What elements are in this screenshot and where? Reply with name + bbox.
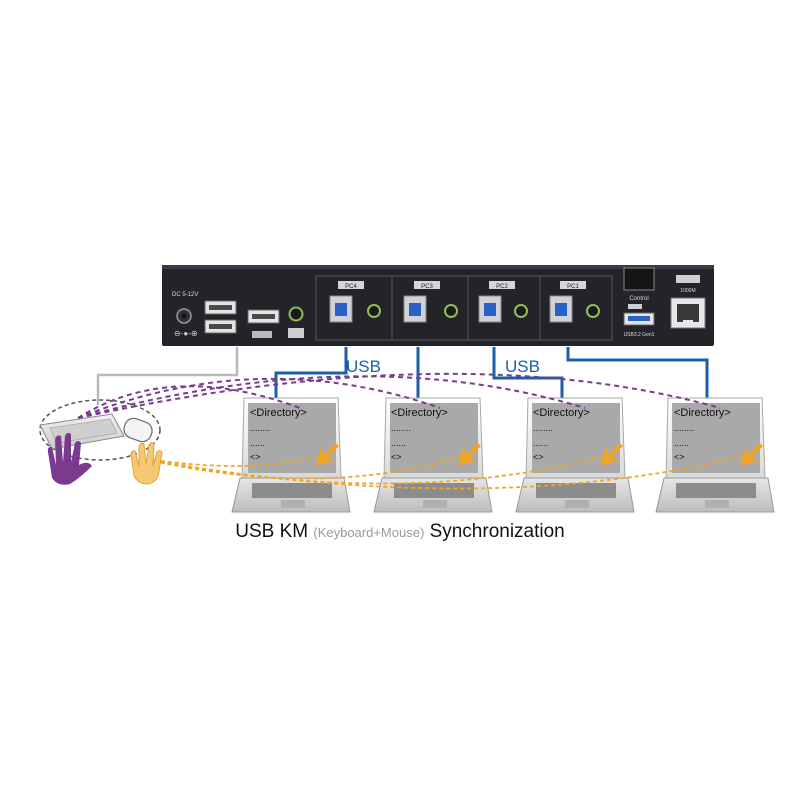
touchpad (281, 500, 305, 508)
audio-jack (586, 304, 600, 318)
touchpad (565, 500, 589, 508)
port-label: PC3 (421, 284, 433, 290)
pc-port-group: PC4 (315, 275, 393, 341)
screen-line: ........ (533, 423, 553, 433)
diagram-caption: USB KM (Keyboard+Mouse) Synchronization (0, 521, 800, 543)
cursor-arrow-icon (316, 443, 339, 466)
polarity-icon: ⊖-●-⊕ (174, 329, 198, 338)
audio-jack (514, 304, 528, 318)
screen-line: <> (391, 452, 402, 462)
lan-label: 1000M (680, 288, 695, 294)
audio-jack (444, 304, 458, 318)
touchpad (705, 500, 729, 508)
lan-badge (676, 275, 700, 283)
pc-port-group: PC3 (391, 275, 469, 341)
right-hand-icon (130, 442, 163, 485)
usb-icon-badge (628, 304, 642, 309)
port-label: PC2 (496, 284, 508, 290)
usb-label-left: USB (346, 357, 381, 376)
audio-icon (288, 328, 304, 338)
usb3-label: USB3.2 Gen1 (624, 332, 655, 338)
control-port (623, 267, 655, 291)
audio-jack (288, 306, 304, 322)
laptop: <Directory> ........ ...... <> (373, 397, 493, 513)
keyboard-icon (39, 413, 125, 450)
screen-line: ........ (250, 423, 270, 433)
screen-line: <> (533, 452, 544, 462)
screen-line: ...... (533, 438, 548, 448)
pc-port-group: PC2 (467, 275, 541, 341)
keyboard-sync-paths (77, 372, 721, 419)
pc-port-group: PC1 (539, 275, 613, 341)
screen-line: ........ (391, 423, 411, 433)
laptop: <Directory> ........ ...... <> (655, 397, 775, 513)
cursor-arrow-icon (740, 443, 763, 466)
left-hand-icon (47, 432, 92, 485)
screen-title: <Directory> (533, 407, 590, 419)
port-label: PC1 (567, 284, 579, 290)
keyboard-sync-path (77, 375, 586, 419)
port-label: PC4 (345, 284, 357, 290)
keyboard-area (394, 483, 474, 498)
keyboard-area (252, 483, 332, 498)
cursor-arrow-icon (458, 443, 481, 466)
screen-line: <> (674, 452, 685, 462)
keyboard-area (536, 483, 616, 498)
mouse-sync-path (139, 455, 321, 467)
caption-sync: Synchronization (429, 521, 565, 542)
port-label-badge (489, 281, 515, 289)
port-label-badge (414, 281, 440, 289)
screen-title: <Directory> (250, 407, 307, 419)
audio-jack (367, 304, 381, 318)
laptop: <Directory> ........ ...... <> (515, 397, 635, 513)
screen-line: <> (250, 452, 261, 462)
port-label-badge (338, 281, 364, 289)
mouse-sync-path (139, 455, 745, 490)
port-label-badge (560, 281, 586, 289)
screen-line: ........ (674, 423, 694, 433)
usb-cable-pc1 (566, 347, 709, 398)
mouse-sync-paths (139, 455, 745, 490)
keyboard-cable (96, 347, 239, 405)
usb-cable-pc4 (274, 347, 348, 398)
usb-label-right: USB (505, 357, 540, 376)
caption-subtitle: (Keyboard+Mouse) (313, 525, 425, 540)
screen-line: ...... (250, 438, 265, 448)
screen-title: <Directory> (391, 407, 448, 419)
usb-cable-pc2 (492, 347, 564, 398)
keyboard-sync-path (77, 372, 721, 419)
screen-title: <Directory> (674, 407, 731, 419)
power-label: DC 5-12V (172, 292, 198, 298)
mouse-icon (123, 417, 153, 443)
keyboard-port-icon (252, 331, 272, 338)
caption-main: USB KM (235, 521, 309, 542)
cursor-arrow-icon (600, 443, 623, 466)
input-devices-outline (39, 399, 161, 461)
control-label: Control (629, 296, 648, 302)
touchpad (423, 500, 447, 508)
laptop: <Directory> ........ ...... <> (231, 397, 351, 513)
screen-line: ...... (391, 438, 406, 448)
kvm-switch: DC 5-12V ⊖-●-⊕ PC4 PC3 (162, 265, 714, 346)
screen-line: ...... (674, 438, 689, 448)
keyboard-area (676, 483, 756, 498)
